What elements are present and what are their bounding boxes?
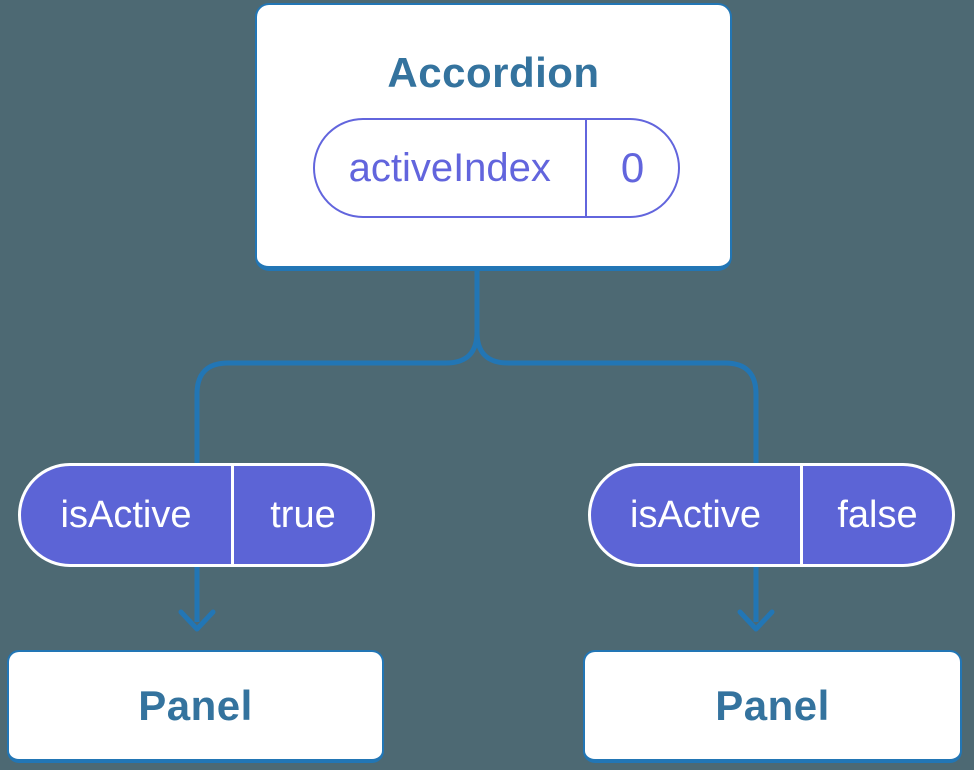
accordion-component-card: Accordion activeIndex 0 [255, 3, 732, 271]
connector-right-branch [474, 271, 759, 622]
prop-name-label: isActive [60, 493, 192, 536]
prop-value: false [837, 493, 918, 536]
arrow-down-right-icon [737, 609, 775, 632]
prop-pill-isactive-true: isActive true [18, 463, 375, 567]
panel-component-card-right: Panel [583, 650, 962, 763]
state-pill: activeIndex 0 [313, 118, 680, 218]
prop-name-label: isActive [630, 493, 761, 536]
state-name-label: activeIndex [348, 145, 551, 190]
state-value: 0 [620, 144, 645, 191]
accordion-title: Accordion [387, 49, 600, 96]
connector-left-branch [194, 271, 480, 622]
prop-pill-divider [231, 466, 234, 564]
prop-value: true [270, 493, 336, 536]
prop-pill-divider [800, 466, 803, 564]
panel-component-card-left: Panel [7, 650, 384, 763]
arrow-down-left-icon [178, 609, 216, 632]
state-pill-divider [584, 120, 587, 216]
prop-pill-isactive-false: isActive false [588, 463, 955, 567]
